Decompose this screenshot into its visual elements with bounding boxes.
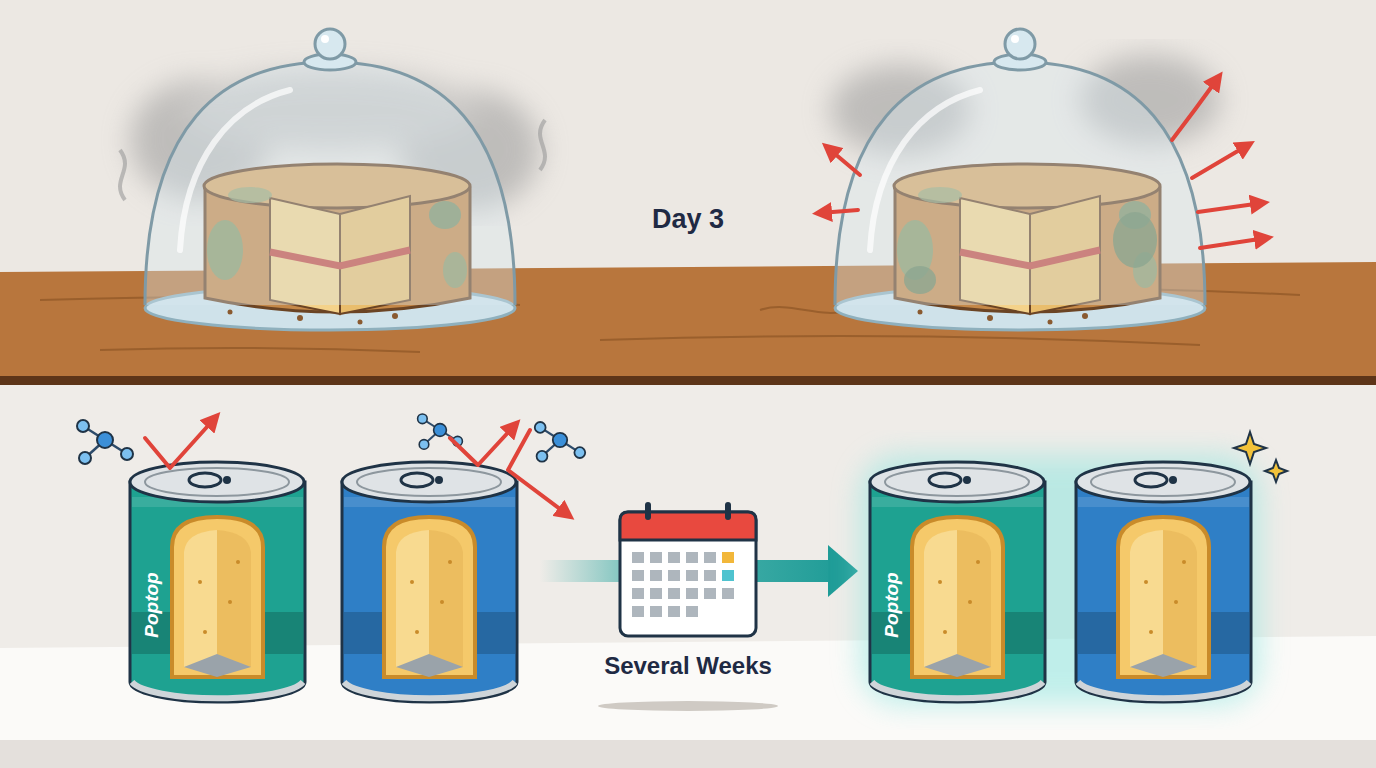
can-brand: Poptop — [882, 572, 903, 637]
time-label: Day 3 — [652, 205, 724, 235]
duration-label: Several Weeks — [604, 653, 772, 679]
can-brand: Poptop — [142, 572, 163, 637]
